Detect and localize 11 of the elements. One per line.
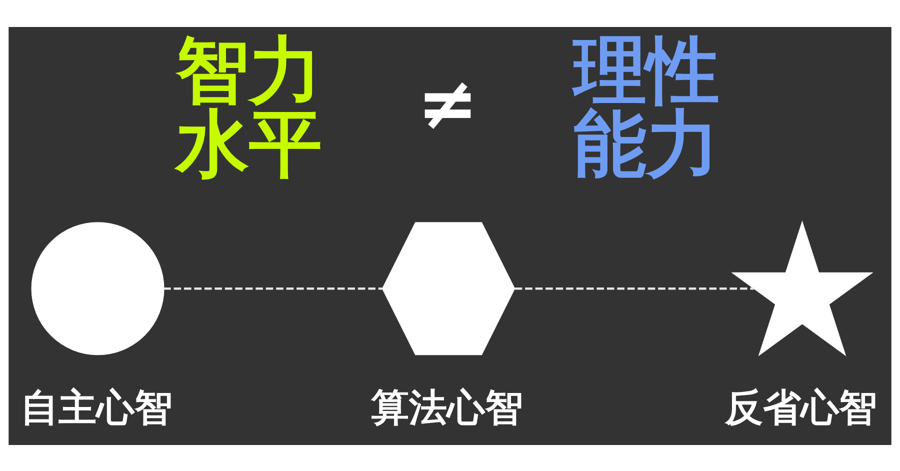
label: ≠	[417, 61, 478, 146]
node-label: 自主心智	[20, 385, 172, 430]
label: 理性能力	[574, 28, 720, 186]
node-star	[731, 220, 874, 356]
connector	[514, 287, 754, 290]
connector	[164, 287, 382, 290]
node-circle	[31, 222, 164, 355]
label: 智力水平	[176, 28, 322, 186]
node-label: 反省心智	[724, 385, 877, 430]
node-hexagon	[382, 222, 516, 355]
node-label: 算法心智	[371, 385, 524, 430]
